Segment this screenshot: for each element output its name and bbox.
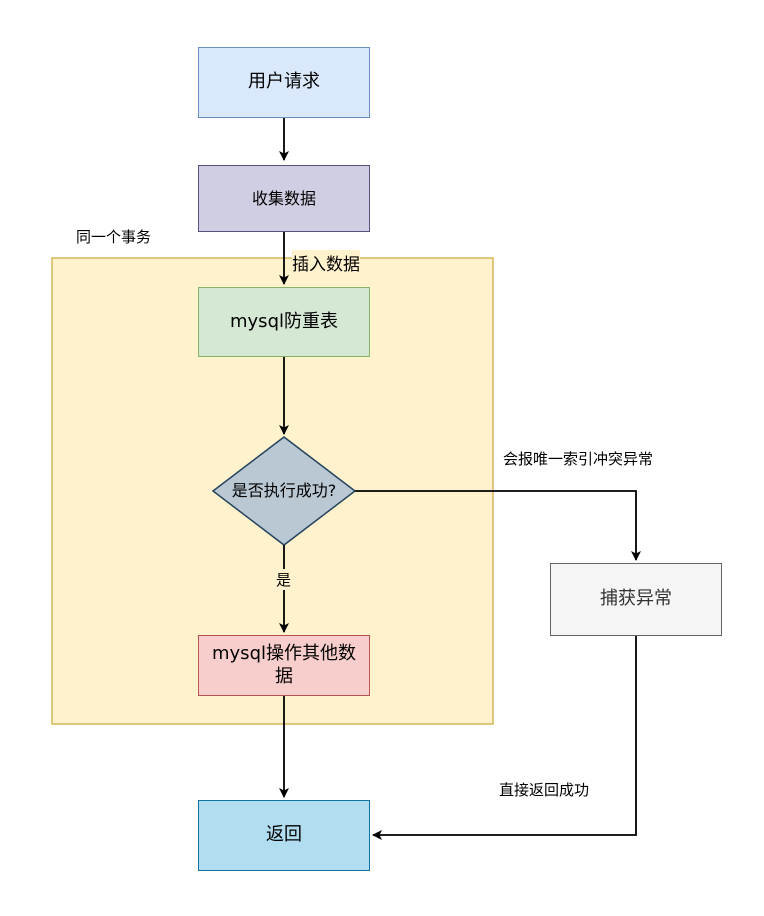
collect-data-node[interactable]: 收集数据 — [198, 165, 370, 232]
return-label: 返回 — [266, 824, 302, 846]
unique-index-conflict-label: 会报唯一索引冲突异常 — [503, 450, 654, 468]
catch-exception-node[interactable]: 捕获异常 — [550, 563, 722, 636]
catch-exception-label: 捕获异常 — [600, 588, 672, 610]
return-node[interactable]: 返回 — [198, 800, 370, 871]
edge-catch-to-return — [372, 636, 637, 840]
transaction-group-label: 同一个事务 — [76, 228, 152, 246]
yes-label: 是 — [276, 569, 292, 590]
mysql-dedup-table-node[interactable]: mysql防重表 — [198, 287, 370, 357]
user-request-node[interactable]: 用户请求 — [198, 47, 370, 118]
user-request-label: 用户请求 — [248, 71, 320, 93]
mysql-dedup-table-label: mysql防重表 — [230, 310, 338, 332]
decision-label: 是否执行成功? — [231, 481, 337, 500]
collect-data-label: 收集数据 — [251, 188, 316, 208]
insert-data-label: 插入数据 — [292, 250, 360, 275]
edge-decision-to-catch — [355, 490, 641, 561]
mysql-other-data-node[interactable]: mysql操作其他数据 — [198, 635, 370, 696]
return-success-label: 直接返回成功 — [499, 781, 590, 799]
decision-label-box: 是否执行成功? — [213, 476, 355, 506]
mysql-other-data-label: mysql操作其他数据 — [212, 643, 356, 687]
